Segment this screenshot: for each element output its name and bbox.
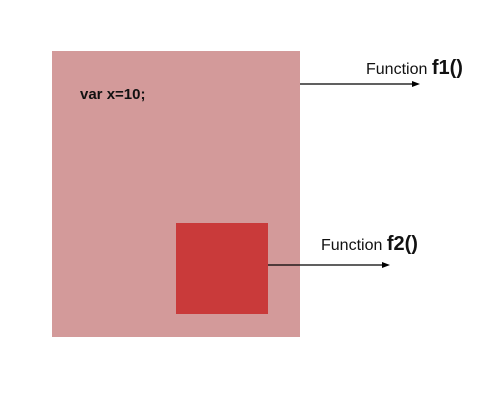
f2-arrow: [268, 262, 390, 268]
f1-label-name: f1(): [431, 57, 463, 79]
inner-function-scope-box: [176, 223, 268, 314]
variable-declaration-text: var x=10;: [80, 86, 146, 103]
f1-label-word: Function: [366, 61, 428, 78]
f1-arrow: [300, 81, 420, 87]
f1-function-label: Function f1(): [366, 57, 463, 80]
f2-function-label: Function f2(): [321, 233, 418, 256]
f2-label-name: f2(): [386, 233, 418, 255]
f2-label-word: Function: [321, 237, 383, 254]
